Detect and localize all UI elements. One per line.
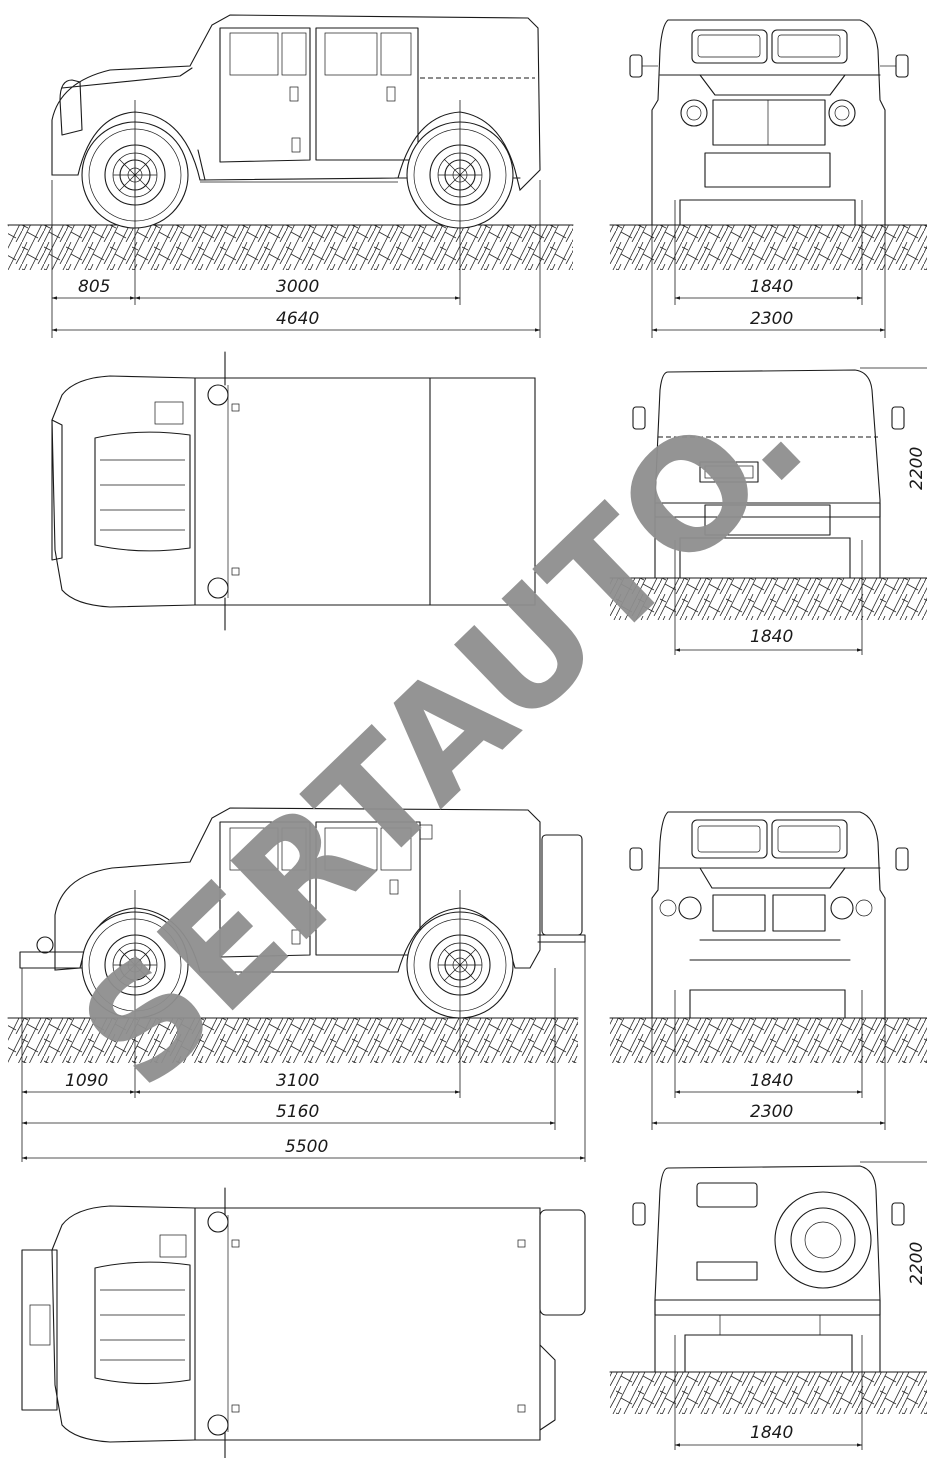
dim-width-front-long: 2300 xyxy=(750,1102,793,1122)
dim-height-rear-long: 2200 xyxy=(907,1242,927,1285)
dim-body-length-long: 5160 xyxy=(276,1102,319,1122)
dim-track-rear-short: 1840 xyxy=(750,627,793,647)
dimensions-side-long xyxy=(21,890,586,1162)
dim-track-front-short: 1840 xyxy=(750,277,793,297)
front-view-long xyxy=(629,811,909,1019)
dim-width-front-short: 2300 xyxy=(750,309,793,329)
dimensions-rear-short xyxy=(674,367,927,655)
dim-total-length-long: 5500 xyxy=(285,1137,328,1157)
dimensions-front-long xyxy=(651,990,886,1130)
top-view-short xyxy=(51,351,536,631)
dim-track-rear-long: 1840 xyxy=(750,1423,793,1443)
ground-hatching xyxy=(7,224,927,1414)
dimensions-side-short xyxy=(51,100,541,338)
dim-length-short: 4640 xyxy=(276,309,319,329)
dim-track-front-long: 1840 xyxy=(750,1071,793,1091)
dimensions-rear-long xyxy=(674,1161,927,1450)
dim-height-rear-short: 2200 xyxy=(907,447,927,490)
dim-wheelbase-long: 3100 xyxy=(276,1071,319,1091)
rear-view-short xyxy=(632,369,905,579)
dim-front-overhang-long: 1090 xyxy=(65,1071,108,1091)
dim-front-overhang-short: 805 xyxy=(78,277,110,297)
rear-view-long xyxy=(632,1165,905,1373)
dim-wheelbase-short: 3000 xyxy=(276,277,319,297)
side-view-short xyxy=(51,14,541,229)
front-view-short xyxy=(629,19,909,226)
side-view-long xyxy=(19,807,586,1019)
dimensions-front-short xyxy=(651,200,886,338)
top-view-long xyxy=(21,1187,586,1458)
